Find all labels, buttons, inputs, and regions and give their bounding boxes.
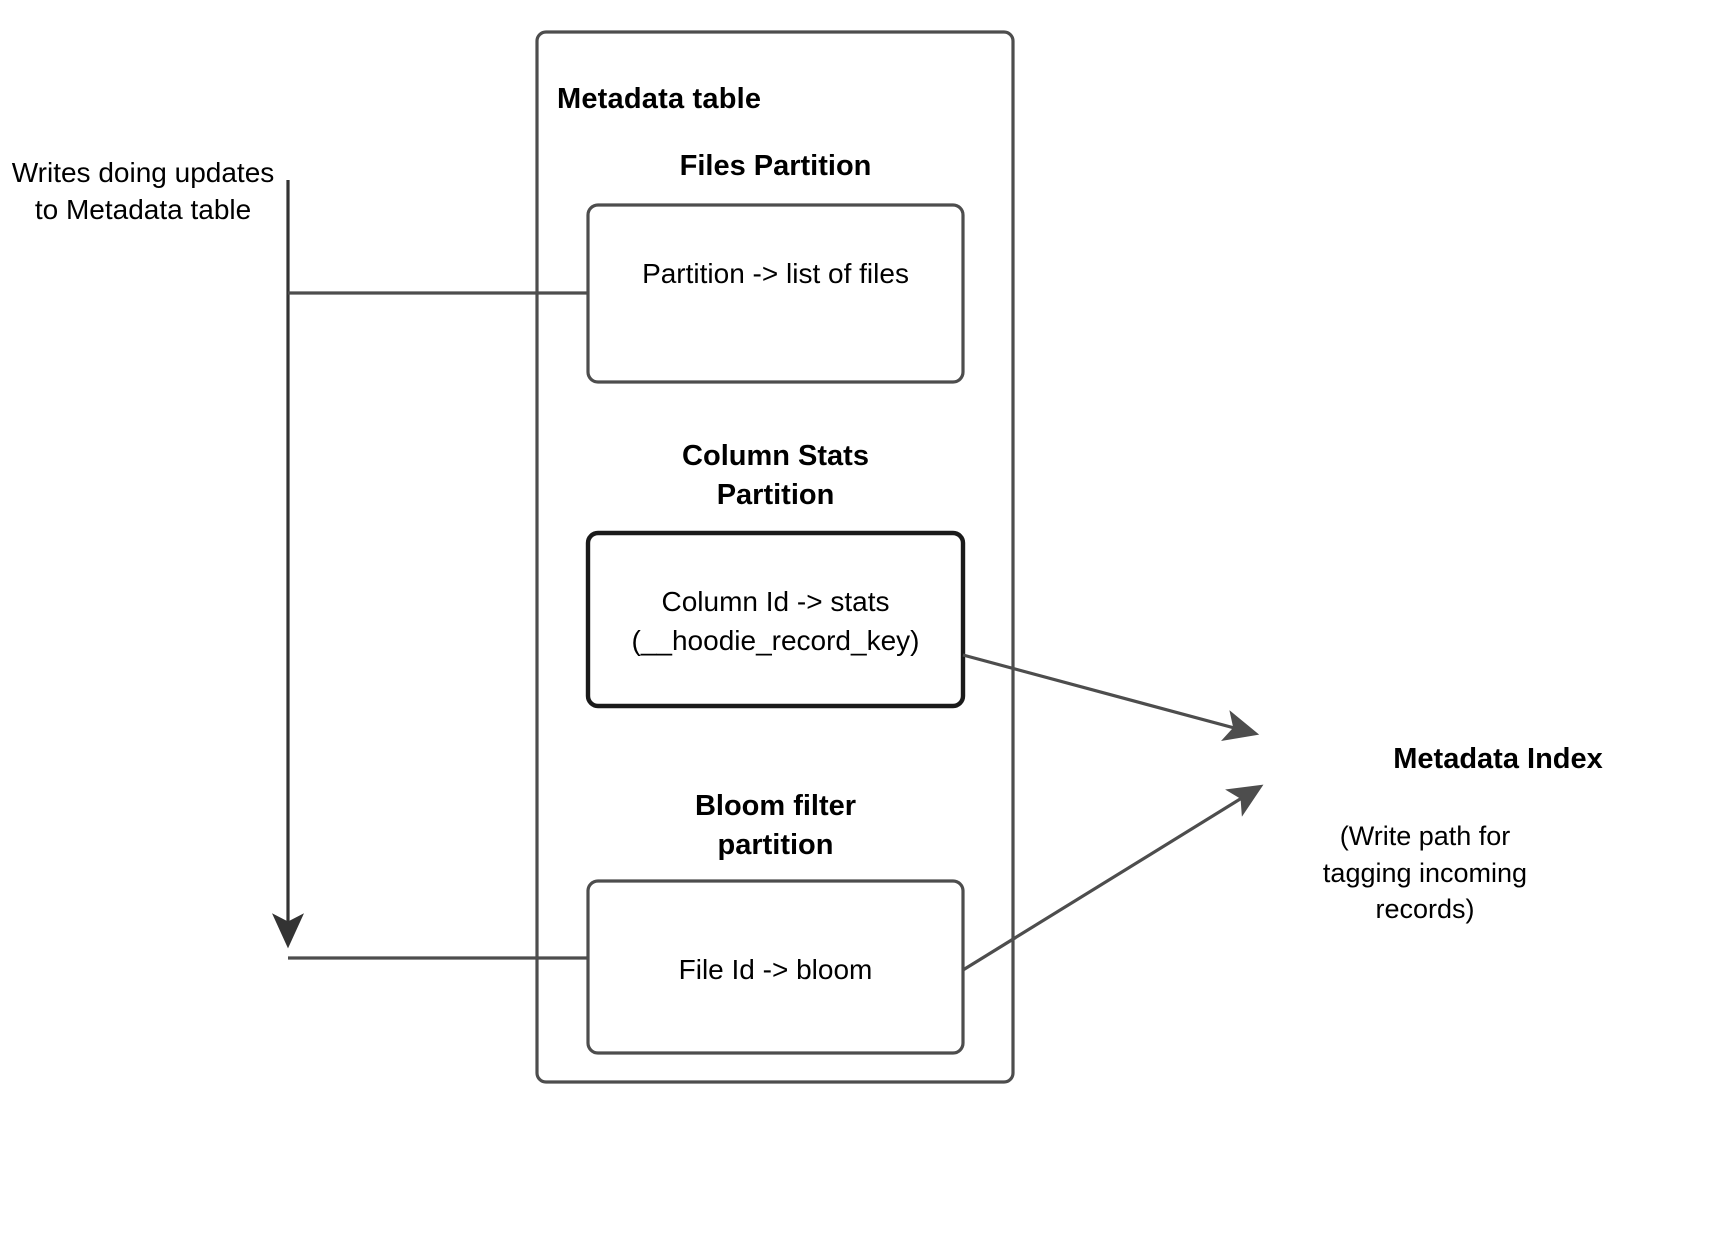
- bloom-filter-to-metadata-index-arrow: [962, 784, 1264, 972]
- files-partition-box: [586, 203, 965, 384]
- column-stats-to-metadata-index-arrow: [962, 653, 1260, 741]
- metadata-index-title: Metadata Index: [1393, 743, 1603, 775]
- column-stats-partition-heading: Column Stats Partition: [682, 440, 869, 511]
- bloom-filter-partition-heading: Bloom filter partition: [694, 790, 857, 861]
- files-partition-heading: Files Partition: [679, 150, 872, 182]
- bloom-filter-partition-box: [586, 879, 965, 1055]
- metadata-table-outer-box: [535, 30, 1015, 1084]
- metadata-index-subtitle: (Write path for tagging incoming records…: [1322, 821, 1528, 925]
- writes-annotation-label: Writes doing updates to Metadata table: [11, 157, 275, 225]
- bloom-filter-partition-box-text: File Id -> bloom: [678, 954, 873, 985]
- files-partition-box-text: Partition -> list of files: [642, 258, 909, 289]
- metadata-table-title: Metadata table: [557, 83, 762, 115]
- column-stats-partition-box-text: Column Id -> stats (__hoodie_record_key): [631, 586, 920, 656]
- column-stats-partition-box: [585, 530, 966, 709]
